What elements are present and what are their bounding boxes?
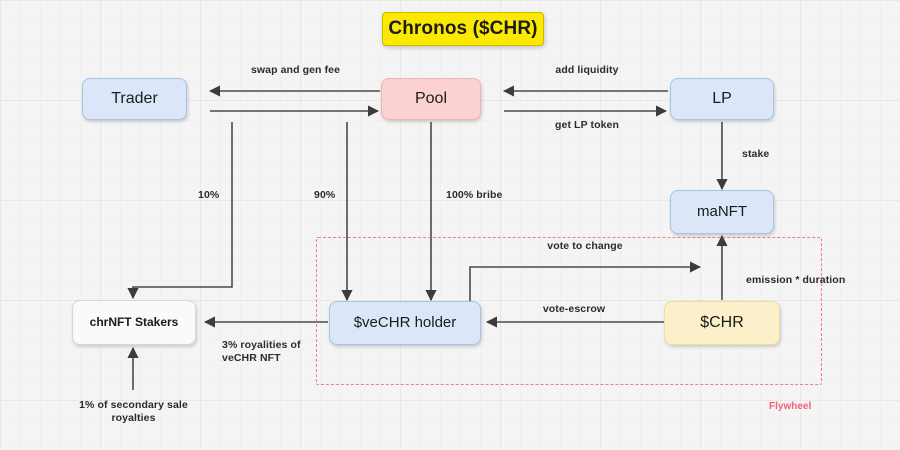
node-lp[interactable]: LP: [670, 78, 774, 120]
edge-label-ten-percent: 10%: [198, 189, 220, 201]
edge-label-royalties-three: 3% royalities of veCHR NFT: [222, 339, 301, 365]
node-chr[interactable]: $CHR: [664, 301, 780, 345]
edge-vote-to-change: [469, 261, 702, 310]
node-trader[interactable]: Trader: [82, 78, 187, 120]
flywheel-region: [316, 237, 822, 385]
node-chrnft-stakers[interactable]: chrNFT Stakers: [72, 300, 196, 345]
diagram-title: Chronos ($CHR): [382, 12, 544, 46]
edge-label-stake: stake: [742, 148, 770, 160]
node-pool[interactable]: Pool: [381, 78, 481, 120]
node-manft[interactable]: maNFT: [670, 190, 774, 234]
edge-label-add-liquidity: add liquidity: [555, 64, 619, 76]
edge-ten-percent-to-stakers: [127, 122, 233, 300]
edge-label-royalties-one: 1% of secondary sale royalties: [79, 399, 188, 425]
edge-label-swap-and-gen-fee: swap and gen fee: [250, 64, 341, 76]
edge-label-get-lp-token: get LP token: [554, 119, 619, 131]
edge-label-hundred-bribe: 100% bribe: [446, 189, 503, 201]
node-vechr-holder[interactable]: $veCHR holder: [329, 301, 481, 345]
edge-label-vote-escrow: vote-escrow: [542, 303, 606, 315]
edge-label-ninety-percent: 90%: [314, 189, 336, 201]
flywheel-label: Flywheel: [769, 401, 812, 412]
edge-label-vote-to-change: vote to change: [547, 240, 623, 252]
edge-label-emission-duration: emission * duration: [746, 274, 846, 286]
